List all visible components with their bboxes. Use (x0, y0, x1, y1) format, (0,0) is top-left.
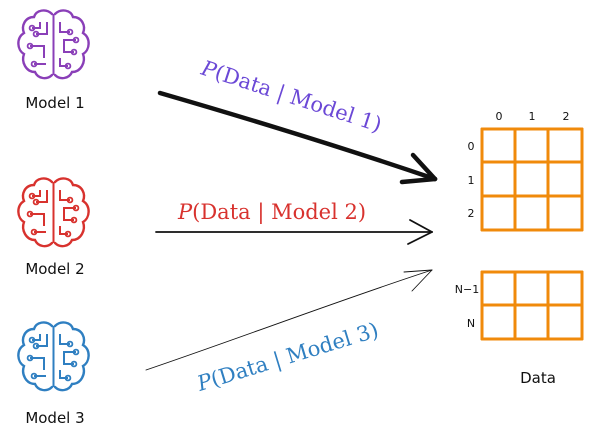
data-grid-bottom (480, 270, 584, 341)
arrow-model-1 (157, 90, 438, 185)
equation-1-body: (Data | Model 1) (212, 60, 385, 138)
arrow-model-2 (155, 219, 433, 245)
column-header-1: 1 (529, 110, 536, 123)
equation-2-prefix: P (177, 200, 193, 224)
equation-3-body: (Data | Model 3) (208, 318, 382, 393)
row-label-1: 1 (468, 174, 475, 187)
row-label-0: 0 (468, 140, 475, 153)
equation-model-2: P(Data | Model 2) (177, 200, 366, 225)
row-label-n-minus-1: N−1 (455, 283, 479, 296)
model-1-brain-icon (17, 9, 90, 80)
equation-2-body: (Data | Model 2) (192, 200, 366, 225)
model-2-brain-icon (17, 177, 90, 248)
equation-model-3: P(Data | Model 3) (193, 318, 381, 397)
model-3-brain-icon (17, 321, 90, 392)
data-label: Data (520, 369, 556, 387)
arrow-model-3 (145, 269, 433, 371)
column-header-0: 0 (496, 110, 503, 123)
model-2-label: Model 2 (25, 260, 84, 278)
data-grid-top (480, 127, 584, 232)
model-1-label: Model 1 (25, 94, 84, 112)
row-label-2: 2 (468, 207, 475, 220)
equation-model-1: P(Data | Model 1) (197, 56, 385, 138)
model-3-label: Model 3 (25, 409, 84, 427)
row-label-n: N (467, 317, 475, 330)
column-header-2: 2 (563, 110, 570, 123)
